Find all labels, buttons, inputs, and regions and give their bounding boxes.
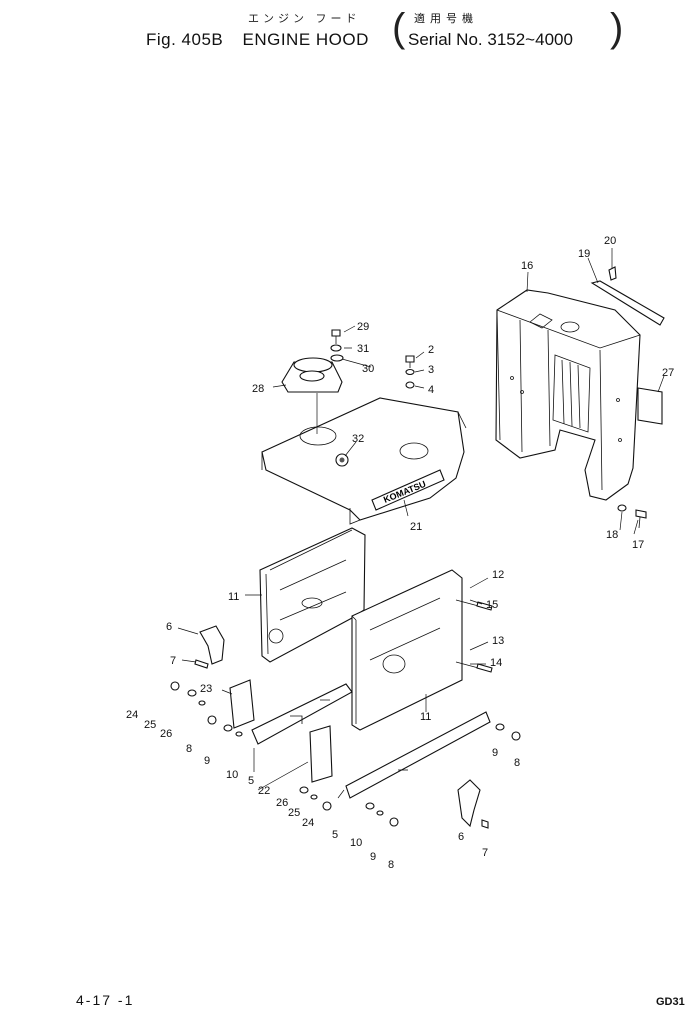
callout-number: 9: [370, 851, 376, 863]
callout-number: 2: [428, 344, 434, 356]
callout-number: 8: [514, 757, 520, 769]
callout-number: 15: [486, 599, 498, 611]
left-side-panel: [259, 527, 366, 663]
cap-bolt-stack: [330, 329, 344, 362]
grille-bolt-washer: [617, 504, 647, 529]
callout-number: 10: [226, 769, 238, 781]
callout-number: 12: [492, 569, 504, 581]
callout-number: 9: [204, 755, 210, 767]
open-paren-glyph: (: [392, 6, 406, 50]
page-number: 4-17 -1: [76, 992, 135, 1008]
callout-number: 7: [482, 847, 488, 859]
front-grille-assembly: [495, 289, 641, 501]
air-intake-cap: [281, 357, 343, 393]
hood-bolt-stack: [405, 355, 415, 389]
callout-number: 25: [144, 719, 156, 731]
figure-header: エンジン フード Fig. 405B ENGINE HOOD ( 適用号機 Se…: [0, 0, 690, 60]
callout-number: 25: [288, 807, 300, 819]
leader-lines: [177, 248, 665, 799]
serial-range: ( 適用号機 Serial No. 3152~4000 ): [392, 6, 624, 50]
serial-japanese-label: 適用号機: [414, 12, 478, 25]
callout-number: 29: [357, 321, 369, 333]
callout-number: 10: [350, 837, 362, 849]
callout-number: 8: [186, 743, 192, 755]
right-latch-handle: [457, 779, 489, 829]
left-bracket-plate: [229, 679, 255, 729]
panel-latch-pins: [476, 601, 493, 673]
nameplate-strip: [371, 469, 445, 511]
figure-title: Fig. 405B ENGINE HOOD: [146, 30, 383, 50]
callout-number: 8: [388, 859, 394, 871]
callout-number: 3: [428, 364, 434, 376]
japanese-title: エンジン フード: [248, 12, 361, 25]
callout-number: 32: [352, 433, 364, 445]
callout-number: 27: [662, 367, 674, 379]
callout-number: 16: [521, 260, 533, 272]
callout-number: 22: [258, 785, 270, 797]
callout-number: 21: [410, 521, 422, 533]
callout-number: 19: [578, 248, 590, 260]
callout-number: 4: [428, 384, 434, 396]
callout-number: 31: [357, 343, 369, 355]
hood-top-panel: KOMATSU: [261, 397, 467, 525]
side-plate: [637, 387, 663, 425]
trim-bolt: [608, 266, 617, 281]
callout-number: 13: [492, 635, 504, 647]
hood-top-surface: [261, 397, 465, 521]
left-lower-rail: [251, 683, 353, 745]
callout-number: 5: [248, 775, 254, 787]
close-paren-glyph: ): [610, 6, 624, 50]
drawing-code: GD31: [656, 996, 685, 1008]
left-fastener-set: [170, 681, 332, 811]
lower-bracket-plate: [309, 725, 333, 783]
right-fastener-set: [365, 723, 521, 827]
callout-number: 18: [606, 529, 618, 541]
callout-number: 9: [492, 747, 498, 759]
callout-number: 24: [126, 709, 138, 721]
serial-number-text: Serial No. 3152~4000: [408, 30, 573, 49]
callout-number: 6: [166, 621, 172, 633]
callout-number: 14: [490, 657, 502, 669]
callout-labels: 29 31 30 28 2 3 4 32 21 20 19 16 27 18 1…: [126, 235, 674, 871]
right-side-panel: [351, 569, 487, 731]
callout-number: 17: [632, 539, 644, 551]
callout-number: 11: [228, 591, 239, 603]
callout-number: 6: [458, 831, 464, 843]
callout-number: 20: [604, 235, 616, 247]
left-latch-handle: [194, 625, 225, 669]
callout-number: 30: [362, 363, 374, 375]
grille-body: [495, 289, 641, 501]
callout-number: 11: [420, 711, 431, 723]
right-lower-rail: [345, 711, 491, 799]
callout-number: 7: [170, 655, 176, 667]
callout-number: 23: [200, 683, 212, 695]
figure-name: ENGINE HOOD: [242, 30, 369, 49]
callout-number: 26: [276, 797, 288, 809]
callout-number: 24: [302, 817, 314, 829]
callout-number: 28: [252, 383, 264, 395]
figure-number: Fig. 405B: [146, 30, 224, 49]
callout-number: 26: [160, 728, 172, 740]
callout-number: 5: [332, 829, 338, 841]
